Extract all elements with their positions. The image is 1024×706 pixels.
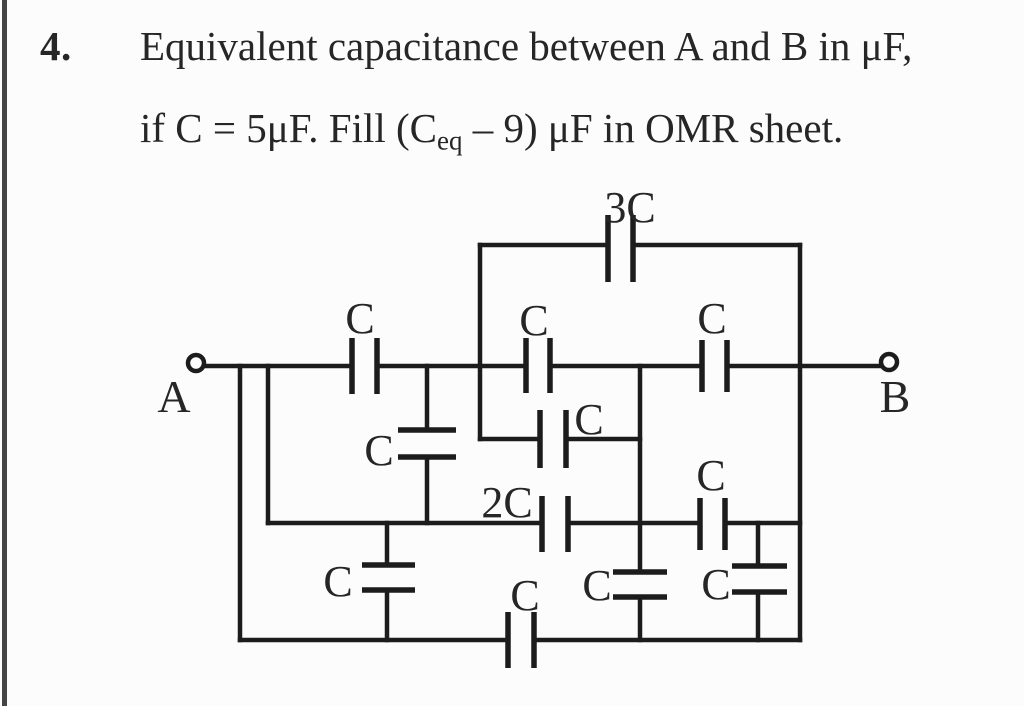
capacitor-bottom-right: C	[701, 560, 787, 609]
terminal-b: B	[878, 351, 911, 422]
terminal-b-label: B	[880, 371, 911, 422]
capacitor-middle-label: C	[574, 395, 603, 444]
capacitor-main-right: C	[697, 294, 730, 392]
capacitor-left-vertical: C	[364, 426, 456, 475]
scan-edge-border	[2, 0, 7, 706]
terminal-b-node	[878, 351, 900, 373]
capacitor-top-3c-label: 3C	[604, 183, 655, 232]
terminal-a: A	[157, 352, 207, 422]
capacitor-rail-right-label: C	[696, 451, 725, 500]
question-line-2: if C = 5μF. Fill (Ceq – 9) μF in OMR she…	[140, 105, 844, 155]
capacitor-2c: 2C	[481, 478, 571, 552]
capacitor-bottom-rail-label: C	[510, 571, 539, 620]
capacitor-middle: C	[537, 395, 604, 468]
terminal-a-node	[185, 352, 207, 374]
capacitor-bottom-left: C	[323, 557, 415, 606]
capacitor-top-3c: 3C	[604, 183, 656, 282]
circuit-wires	[201, 242, 884, 643]
capacitor-main-left-label: C	[345, 294, 374, 343]
question-line-1: Equivalent capacitance between A and B i…	[140, 23, 913, 69]
capacitor-bottom-rail: C	[505, 571, 540, 668]
question-line2-suffix: – 9) μF in OMR sheet.	[462, 105, 844, 151]
question-number: 4.	[40, 23, 72, 69]
capacitor-main-right-label: C	[697, 294, 726, 343]
capacitor-bottom-middle-label: C	[582, 561, 611, 610]
question-line2-prefix: if C = 5μF. Fill (C	[140, 105, 437, 151]
capacitor-left-vertical-label: C	[364, 426, 393, 475]
capacitor-rail-right: C	[696, 451, 728, 550]
capacitor-main-middle: C	[519, 296, 553, 393]
capacitor-main-middle-label: C	[519, 296, 548, 345]
ceq-subscript: eq	[437, 125, 463, 156]
capacitor-2c-label: 2C	[481, 478, 532, 527]
capacitor-bottom-right-label: C	[701, 560, 730, 609]
capacitor-bottom-left-label: C	[323, 557, 352, 606]
terminal-a-label: A	[157, 371, 190, 422]
capacitor-bottom-middle: C	[582, 561, 667, 610]
capacitor-main-left: C	[345, 294, 380, 394]
